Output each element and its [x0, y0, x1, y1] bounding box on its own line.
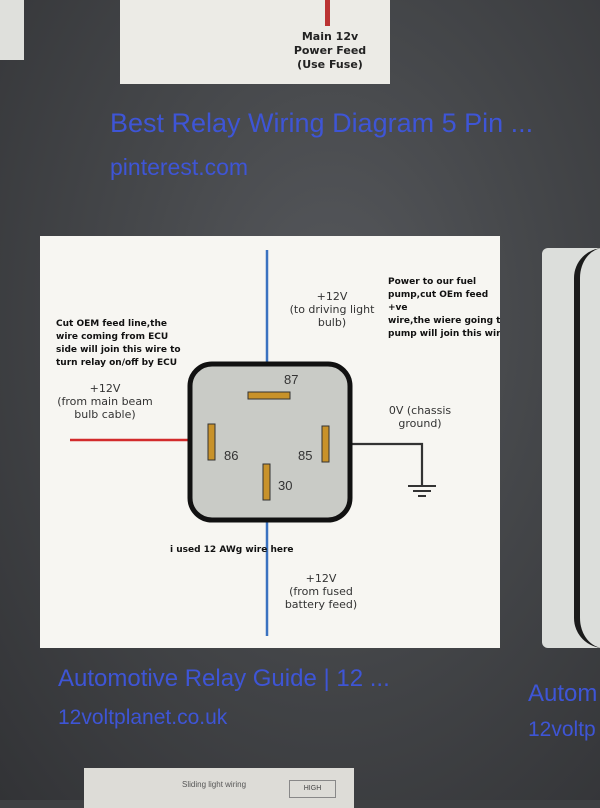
annotation-power-fuel: Power to our fuel pump,cut OEm feed +ve … [388, 276, 500, 341]
note-line: turn relay on/off by ECU [56, 358, 178, 368]
result-site-link[interactable]: 12voltplanet.co.uk [58, 706, 228, 729]
pin-85-terminal [321, 425, 330, 463]
relay-diagram-image[interactable]: 87 86 85 30 Cut OEM feed line,the wire c… [40, 236, 500, 648]
top-thumbnail-caption: Main 12v Power Feed (Use Fuse) [270, 30, 390, 72]
top-result-thumbnail[interactable]: Main 12v Power Feed (Use Fuse) [120, 0, 390, 84]
label-line: +12V [89, 382, 121, 395]
label-line: +12V [305, 572, 337, 585]
pin-30-terminal [262, 463, 271, 501]
result-site-link[interactable]: pinterest.com [110, 154, 249, 180]
label-line: bulb cable) [74, 408, 136, 421]
label-line: battery feed) [284, 598, 358, 611]
note-line: wire coming from ECU [56, 332, 169, 342]
label-right-ground: 0V (chassis ground) [370, 404, 470, 430]
result-title-link[interactable]: Automotive Relay Guide | 12 ... [58, 665, 390, 692]
red-wire-fragment [325, 0, 330, 26]
label-top-12v: +12V (to driving light bulb) [272, 290, 392, 329]
pin-86-label: 86 [224, 448, 239, 463]
next-thumbnail-relay-edge [574, 248, 600, 648]
pin-86-terminal [207, 423, 216, 461]
label-line: +12V [316, 290, 348, 303]
pin-87-terminal [247, 391, 291, 400]
label-line: (from main beam [57, 395, 153, 408]
label-line: bulb) [317, 316, 347, 329]
note-line: pump,cut OEm feed +ve [388, 290, 489, 313]
pin-87-label: 87 [284, 372, 299, 387]
next-result-thumbnail[interactable] [542, 248, 600, 648]
result-site-link[interactable]: 12voltp [528, 718, 596, 741]
pin-30-label: 30 [278, 478, 293, 493]
result-title-link[interactable]: Autom [528, 680, 598, 707]
caption-line: Power Feed [293, 44, 367, 57]
note-line: Cut OEM feed line,the [56, 319, 167, 329]
bottom-result-thumbnail[interactable]: Sliding light wiring HIGH [84, 768, 354, 808]
note-line: Power to our fuel [388, 277, 477, 287]
label-line: ground) [398, 417, 442, 430]
note-line: side will join this wire to [56, 345, 181, 355]
left-thumbnail-edge[interactable] [0, 0, 24, 60]
caption-line: Main 12v [301, 30, 359, 43]
relay-body [187, 361, 353, 523]
label-bottom-12v: +12V (from fused battery feed) [266, 572, 376, 611]
relay-diagram-svg [70, 250, 436, 636]
label-left-12v: +12V (from main beam bulb cable) [42, 382, 168, 421]
note-line: wire,the wiere going to [388, 316, 500, 326]
label-line: (to driving light [289, 303, 375, 316]
label-line: 0V (chassis [388, 404, 452, 417]
note-line: pump will join this wire [388, 329, 500, 339]
annotation-wire-gauge: i used 12 AWg wire here [170, 545, 294, 555]
label-line: (from fused [289, 585, 353, 598]
pin-85-label: 85 [298, 448, 313, 463]
caption-line: (Use Fuse) [297, 58, 363, 71]
bottom-thumbnail-caption: Sliding light wiring [182, 780, 247, 789]
bottom-thumbnail-badge: HIGH [289, 780, 336, 798]
wire-85-ground [328, 442, 424, 486]
annotation-cut-oem: Cut OEM feed line,the wire coming from E… [56, 318, 196, 370]
result-title-link[interactable]: Best Relay Wiring Diagram 5 Pin ... [110, 108, 534, 138]
